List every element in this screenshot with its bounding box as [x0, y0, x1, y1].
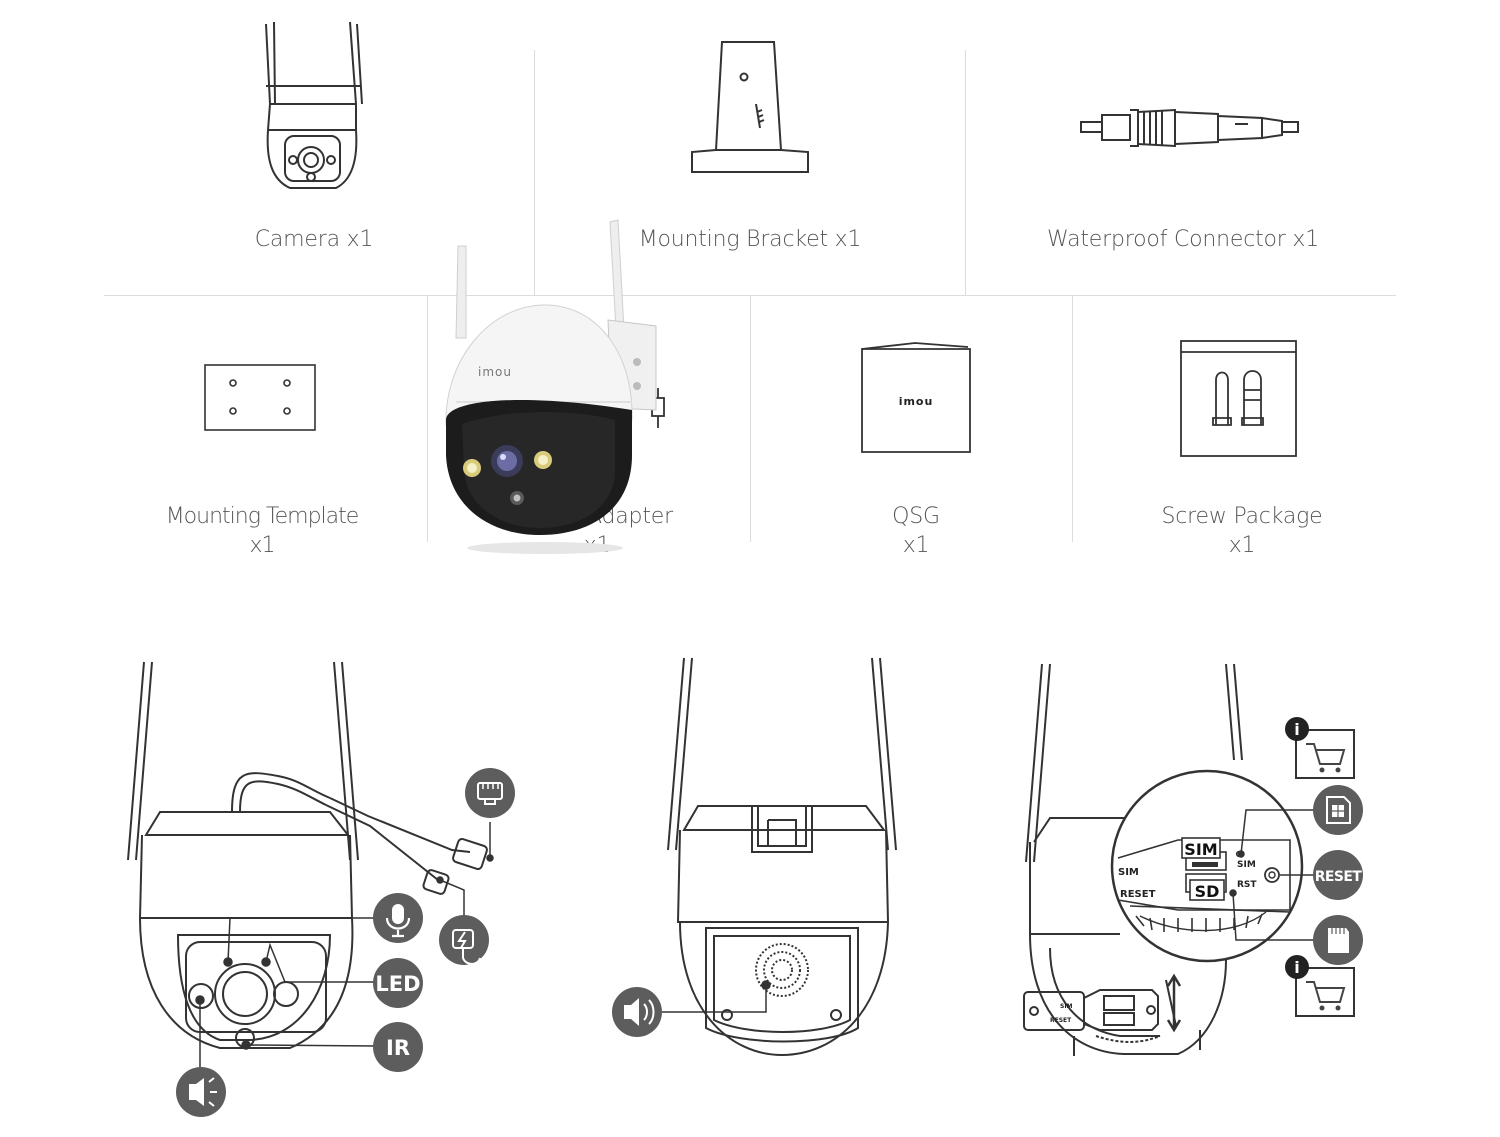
- reset-callout: RESET: [1313, 850, 1363, 900]
- screw-package-drawing: [1180, 340, 1297, 457]
- info-icon-bottom: i: [1285, 955, 1309, 979]
- cart-icon-top: [1295, 729, 1355, 779]
- ethernet-port-icon: [465, 768, 515, 818]
- mounting-template-drawing: [204, 364, 316, 431]
- zoom-reset-side-label: RESET: [1120, 889, 1156, 900]
- info-icon-top: i: [1285, 717, 1309, 741]
- back-view-diagram: [667, 657, 897, 1057]
- zoom-callout-lines: [1229, 809, 1314, 941]
- svg-text:i: i: [1294, 720, 1299, 739]
- sd-card-icon: [1313, 915, 1363, 965]
- cart-icon-bottom: [1295, 967, 1355, 1017]
- led-label: LED: [375, 972, 420, 996]
- side-sim-label-small: SIM: [1060, 1003, 1073, 1010]
- power-port-icon: [439, 915, 489, 965]
- speaker-icon: [612, 987, 662, 1037]
- zoom-sim-label: SIM: [1184, 840, 1217, 859]
- divider-row: [104, 295, 1396, 296]
- camera-line-drawing: [265, 21, 363, 189]
- side-view-diagram: [1023, 663, 1243, 1056]
- divider-bottom-1: [427, 296, 428, 542]
- side-reset-label-small: RESET: [1050, 1017, 1072, 1024]
- zoom-sim-side-label: SIM: [1118, 867, 1139, 878]
- item-label-mounting-bracket: Mounting Bracket x1: [638, 227, 862, 252]
- sim-card-icon: [1313, 785, 1363, 835]
- divider-top-1: [534, 50, 535, 295]
- microphone-icon: [373, 893, 423, 943]
- zoom-sim-small-label: SIM: [1237, 860, 1256, 870]
- item-label-waterproof-connector: Waterproof Connector x1: [1046, 227, 1320, 252]
- camera-product-photo: [445, 219, 657, 554]
- item-label-camera: Camera x1: [254, 227, 374, 252]
- divider-bottom-3: [1072, 296, 1073, 542]
- reset-label: RESET: [1315, 869, 1363, 885]
- back-view-callout-lines: [662, 980, 771, 1013]
- mounting-bracket-line-drawing: [691, 41, 809, 173]
- qsg-booklet-drawing: [861, 342, 971, 453]
- front-view-diagram: [127, 661, 488, 1049]
- divider-bottom-2: [750, 296, 751, 542]
- qsg-brand-logo: imou: [899, 395, 934, 408]
- front-view-callout-lines: [195, 822, 494, 1092]
- zoom-rst-small-label: RST: [1237, 880, 1257, 890]
- svg-text:i: i: [1294, 958, 1299, 977]
- zoom-detail-circle: [1110, 769, 1304, 963]
- zoom-sd-label: SD: [1195, 882, 1220, 901]
- divider-top-2: [965, 50, 966, 295]
- led-callout: LED: [373, 958, 423, 1008]
- ir-callout: IR: [373, 1022, 423, 1072]
- camera-photo-brand-logo: imou: [478, 365, 512, 379]
- waterproof-connector-line-drawing: [1080, 108, 1299, 148]
- ir-label: IR: [386, 1036, 410, 1060]
- spotlight-icon: [176, 1067, 226, 1117]
